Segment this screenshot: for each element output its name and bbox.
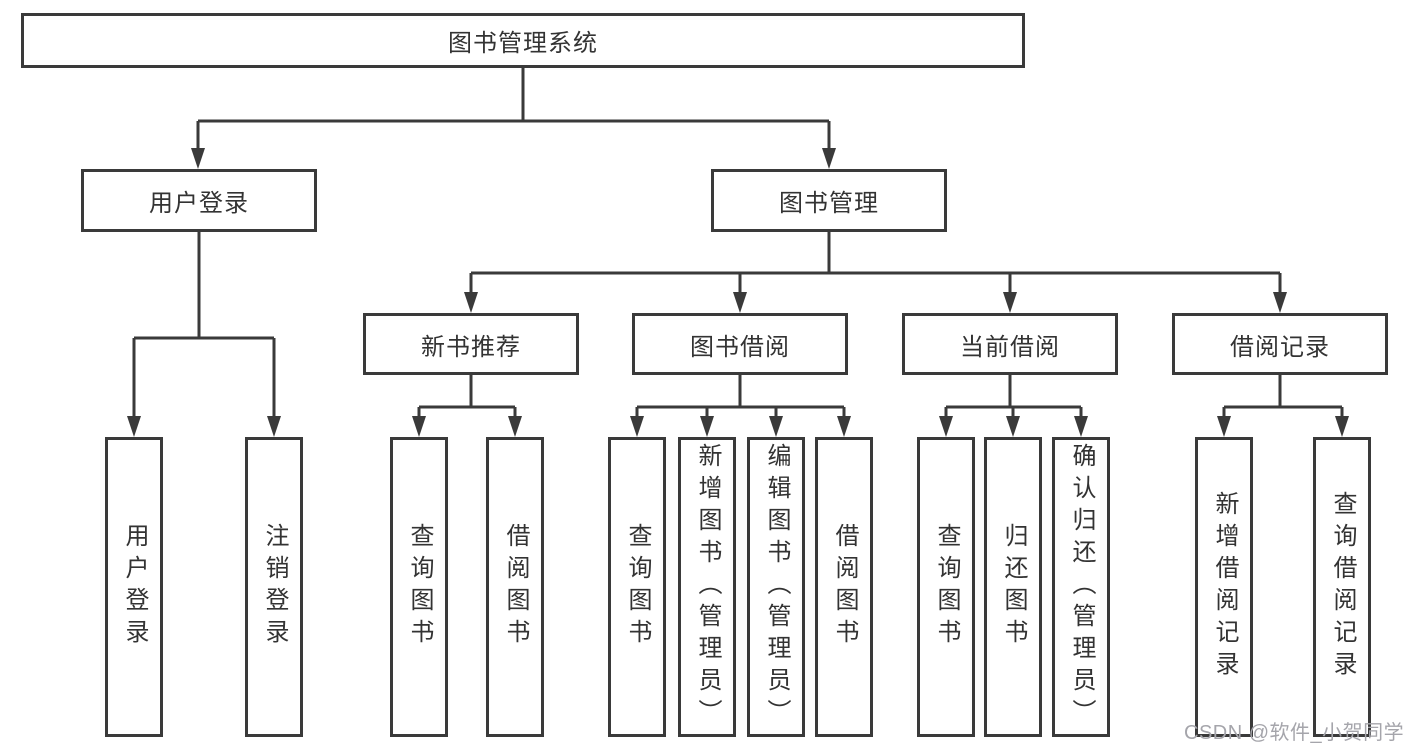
watermark-text: CSDN @软件_小贺同学 [1184, 722, 1405, 744]
leaf-cb-query-books: 查询图书 [917, 437, 975, 737]
arrowhead-new-book-recommend [464, 292, 478, 313]
leaf-nbr-borrow-books-label: 借阅图书 [502, 523, 529, 651]
node-book-management: 图书管理 [711, 169, 947, 232]
node-user-login: 用户登录 [81, 169, 317, 232]
leaf-cb-confirm-return-admin-label: 确认归还（管理员） [1068, 443, 1095, 731]
node-root: 图书管理系统 [21, 13, 1025, 68]
connector-root-to-level2 [196, 68, 831, 152]
node-borrow-records: 借阅记录 [1172, 313, 1388, 375]
leaf-bb-query-books: 查询图书 [608, 437, 666, 737]
arrowhead-leaf-user-login [127, 416, 141, 437]
arrowhead-nbr-query-books [412, 416, 426, 437]
connector-user-login-branch [132, 232, 276, 420]
leaf-bb-borrow-books: 借阅图书 [815, 437, 873, 737]
connector-book-management-branch [469, 232, 1282, 296]
node-new-book-recommend-label: 新书推荐 [421, 333, 521, 361]
leaf-cb-return-books: 归还图书 [984, 437, 1042, 737]
arrowhead-bb-borrow-books [837, 416, 851, 437]
connector-new-book-recommend-branch [417, 375, 517, 420]
leaf-user-login: 用户登录 [105, 437, 163, 737]
leaf-cb-return-books-label: 归还图书 [1000, 523, 1027, 651]
leaf-bb-edit-books-admin: 编辑图书（管理员） [747, 437, 805, 737]
leaf-bb-query-books-label: 查询图书 [624, 523, 651, 651]
arrowhead-user-login [191, 148, 205, 169]
connector-borrow-records-branch [1222, 375, 1344, 420]
leaf-logout-label: 注销登录 [261, 523, 288, 651]
leaf-bb-borrow-books-label: 借阅图书 [831, 523, 858, 651]
arrowhead-bb-edit-books [769, 416, 783, 437]
arrowhead-current-borrowing [1003, 292, 1017, 313]
leaf-bb-add-books-admin: 新增图书（管理员） [678, 437, 736, 737]
leaf-cb-query-books-label: 查询图书 [933, 523, 960, 651]
leaf-nbr-query-books: 查询图书 [390, 437, 448, 737]
arrowhead-nbr-borrow-books [508, 416, 522, 437]
node-user-login-label: 用户登录 [149, 190, 249, 217]
leaf-br-query-record: 查询借阅记录 [1313, 437, 1371, 737]
arrowhead-cb-query-books [939, 416, 953, 437]
leaf-nbr-query-books-label: 查询图书 [406, 523, 433, 651]
arrowhead-book-borrowing [733, 292, 747, 313]
leaf-logout: 注销登录 [245, 437, 303, 737]
arrowhead-br-add-record [1217, 416, 1231, 437]
leaf-user-login-label: 用户登录 [121, 523, 148, 651]
leaf-br-query-record-label: 查询借阅记录 [1329, 491, 1356, 683]
leaf-bb-add-books-admin-label: 新增图书（管理员） [694, 443, 721, 731]
node-root-label: 图书管理系统 [448, 30, 598, 57]
node-current-borrowing-label: 当前借阅 [960, 333, 1060, 361]
arrowhead-borrow-records [1273, 292, 1287, 313]
arrowhead-bb-query-books [630, 416, 644, 437]
leaf-nbr-borrow-books: 借阅图书 [486, 437, 544, 737]
node-book-borrowing-label: 图书借阅 [690, 333, 790, 361]
arrowhead-leaf-logout [267, 416, 281, 437]
node-current-borrowing: 当前借阅 [902, 313, 1118, 375]
node-book-management-label: 图书管理 [779, 190, 879, 217]
arrowhead-br-query-record [1335, 416, 1349, 437]
connector-current-borrowing-branch [944, 375, 1083, 420]
arrowhead-bb-add-books [700, 416, 714, 437]
arrowhead-cb-return-books [1006, 416, 1020, 437]
connector-book-borrowing-branch [635, 375, 846, 420]
node-new-book-recommend: 新书推荐 [363, 313, 579, 375]
leaf-br-add-record-label: 新增借阅记录 [1211, 491, 1238, 683]
leaf-br-add-record: 新增借阅记录 [1195, 437, 1253, 737]
arrowhead-book-management [822, 148, 836, 169]
arrowhead-cb-confirm-return [1074, 416, 1088, 437]
node-book-borrowing: 图书借阅 [632, 313, 848, 375]
leaf-cb-confirm-return-admin: 确认归还（管理员） [1052, 437, 1110, 737]
node-borrow-records-label: 借阅记录 [1230, 333, 1330, 361]
leaf-bb-edit-books-admin-label: 编辑图书（管理员） [763, 443, 790, 731]
